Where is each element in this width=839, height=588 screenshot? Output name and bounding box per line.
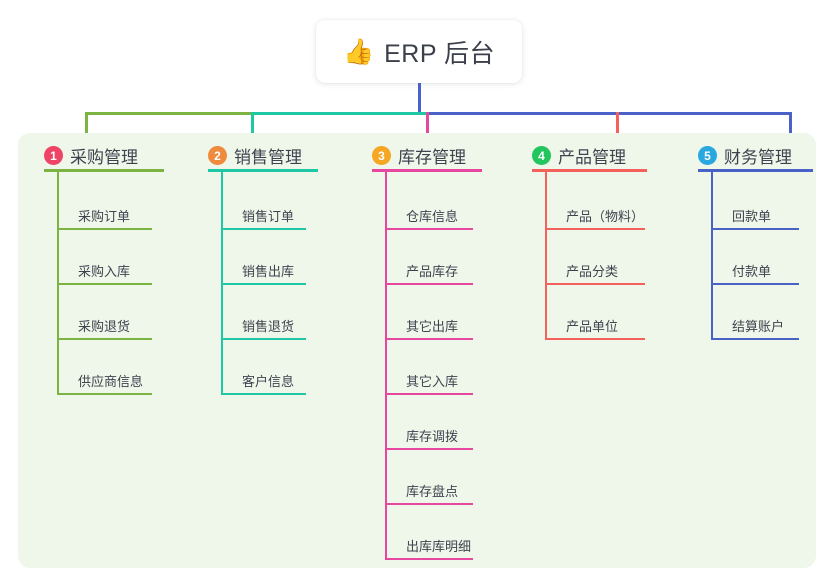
leaf-label: 销售退货	[242, 319, 295, 334]
leaf-underline	[545, 338, 645, 340]
leaf-item[interactable]: 采购退货	[57, 312, 152, 340]
branches-panel: 1 采购管理采购订单采购入库采购退货供应商信息 2 销售管理销售订单销售出库销售退货客…	[18, 133, 816, 568]
leaf-item[interactable]: 客户信息	[221, 367, 306, 395]
leaf-label: 出库库明细	[406, 539, 472, 554]
leaf-underline	[221, 393, 306, 395]
leaf-label: 销售出库	[242, 264, 295, 279]
leaf-underline	[221, 283, 306, 285]
branch-header-underline	[532, 169, 647, 172]
leaf-underline	[385, 448, 473, 450]
thumbs-up-icon: 👍	[342, 37, 375, 66]
branch-spine	[711, 172, 713, 340]
branch-title: 财务管理	[724, 148, 792, 167]
leaf-underline	[221, 228, 306, 230]
leaf-underline	[711, 338, 799, 340]
leaf-item[interactable]: 付款单	[711, 257, 799, 285]
branch-title: 销售管理	[234, 148, 302, 167]
leaf-label: 采购入库	[78, 264, 131, 279]
leaf-underline	[57, 228, 152, 230]
leaf-label: 采购退货	[78, 319, 131, 334]
root-stem-connector	[418, 83, 421, 115]
leaf-item[interactable]: 产品（物料）	[545, 202, 645, 230]
leaf-item[interactable]: 库存调拨	[385, 422, 473, 450]
leaf-underline	[545, 228, 645, 230]
leaf-item[interactable]: 采购订单	[57, 202, 152, 230]
branch-header-3[interactable]: 3 库存管理	[372, 143, 466, 168]
leaf-underline	[221, 338, 306, 340]
leaf-item[interactable]: 回款单	[711, 202, 799, 230]
branch-number-badge: 1	[44, 146, 63, 165]
leaf-underline	[385, 503, 473, 505]
leaf-label: 仓库信息	[406, 209, 459, 224]
leaf-label: 回款单	[732, 209, 772, 224]
branch-5: 5 财务管理回款单付款单结算账户	[698, 133, 826, 568]
leaf-item[interactable]: 出库库明细	[385, 532, 473, 560]
leaf-item[interactable]: 其它出库	[385, 312, 473, 340]
branch-header-underline	[372, 169, 482, 172]
leaf-label: 产品（物料）	[566, 209, 645, 224]
root-title: ERP 后台	[384, 39, 496, 68]
leaf-item[interactable]: 产品分类	[545, 257, 645, 285]
leaf-item[interactable]: 结算账户	[711, 312, 799, 340]
leaf-label: 其它出库	[406, 319, 459, 334]
leaf-item[interactable]: 采购入库	[57, 257, 152, 285]
leaf-label: 客户信息	[242, 374, 295, 389]
branch-2: 2 销售管理销售订单销售出库销售退货客户信息	[208, 133, 333, 568]
branch-header-underline	[208, 169, 318, 172]
leaf-label: 供应商信息	[78, 374, 144, 389]
leaf-label: 付款单	[732, 264, 772, 279]
leaf-underline	[385, 338, 473, 340]
branch-header-underline	[698, 169, 813, 172]
branch-number-badge: 2	[208, 146, 227, 165]
branch-title: 采购管理	[70, 148, 138, 167]
branch-header-5[interactable]: 5 财务管理	[698, 143, 792, 168]
branch-spine	[545, 172, 547, 340]
leaf-item[interactable]: 销售出库	[221, 257, 306, 285]
branch-3: 3 库存管理仓库信息产品库存其它出库其它入库库存调拨库存盘点出库库明细	[372, 133, 500, 568]
leaf-label: 销售订单	[242, 209, 295, 224]
leaf-item[interactable]: 销售订单	[221, 202, 306, 230]
leaf-label: 产品库存	[406, 264, 459, 279]
leaf-label: 结算账户	[732, 319, 785, 334]
branch-header-4[interactable]: 4 产品管理	[532, 143, 626, 168]
leaf-underline	[57, 338, 152, 340]
leaf-underline	[385, 283, 473, 285]
leaf-item[interactable]: 产品库存	[385, 257, 473, 285]
leaf-underline	[545, 283, 645, 285]
leaf-item[interactable]: 供应商信息	[57, 367, 152, 395]
bus-segment-2	[251, 112, 426, 115]
leaf-item[interactable]: 库存盘点	[385, 477, 473, 505]
leaf-underline	[711, 228, 799, 230]
leaf-item[interactable]: 仓库信息	[385, 202, 473, 230]
leaf-underline	[385, 393, 473, 395]
leaf-label: 库存调拨	[406, 429, 459, 444]
leaf-label: 产品单位	[566, 319, 619, 334]
branch-number-badge: 5	[698, 146, 717, 165]
branch-header-1[interactable]: 1 采购管理	[44, 143, 138, 168]
leaf-label: 库存盘点	[406, 484, 459, 499]
branch-spine	[385, 172, 387, 560]
leaf-underline	[385, 558, 473, 560]
leaf-item[interactable]: 销售退货	[221, 312, 306, 340]
bus-segment-1	[85, 112, 251, 115]
branch-header-underline	[44, 169, 164, 172]
branch-number-badge: 3	[372, 146, 391, 165]
leaf-item[interactable]: 产品单位	[545, 312, 645, 340]
branch-title: 产品管理	[558, 148, 626, 167]
branch-1: 1 采购管理采购订单采购入库采购退货供应商信息	[44, 133, 179, 568]
branch-number-badge: 4	[532, 146, 551, 165]
leaf-label: 产品分类	[566, 264, 619, 279]
leaf-item[interactable]: 其它入库	[385, 367, 473, 395]
leaf-underline	[711, 283, 799, 285]
leaf-underline	[57, 283, 152, 285]
branch-header-2[interactable]: 2 销售管理	[208, 143, 302, 168]
root-node[interactable]: 👍 ERP 后台	[316, 20, 522, 83]
leaf-label: 其它入库	[406, 374, 459, 389]
branch-4: 4 产品管理产品（物料） 产品分类产品单位	[532, 133, 672, 568]
branch-title: 库存管理	[398, 148, 466, 167]
bus-segment-3	[426, 112, 791, 115]
leaf-underline	[57, 393, 152, 395]
leaf-underline	[385, 228, 473, 230]
leaf-label: 采购订单	[78, 209, 131, 224]
